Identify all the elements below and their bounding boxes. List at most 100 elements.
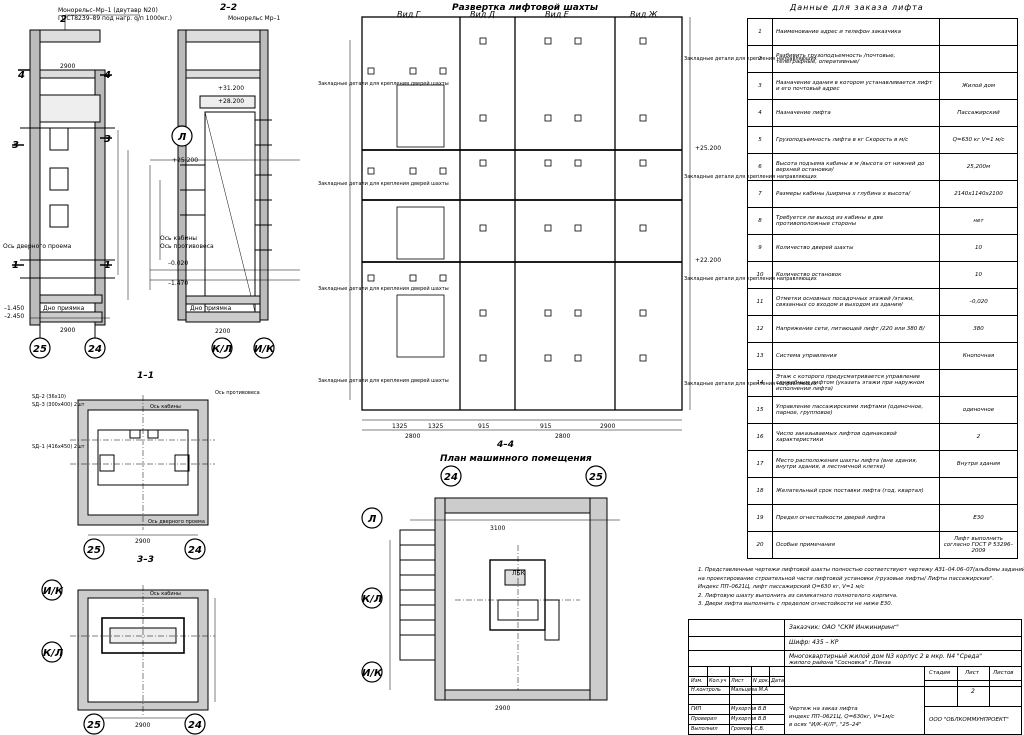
- row-number: 11: [747, 288, 773, 316]
- door-axis-label: Ось дверного проема: [3, 243, 72, 250]
- dimension-label: 1325: [392, 423, 407, 430]
- elevation-label: –2.450: [4, 313, 24, 320]
- col-header: Изм.: [691, 678, 703, 684]
- row-value: –0,020: [939, 288, 1018, 316]
- monorail-gost-label: ГОСТ8239–89 под нагр. q/п 1000кг.): [58, 15, 172, 22]
- title-block: Заказчик: ОАО "СКМ Инжиниринг" Шифр: 435…: [688, 619, 1022, 735]
- cabin-axis-label: Ось кабины: [150, 404, 181, 410]
- row-parameter: Назначение здания в котором устанавливае…: [772, 72, 940, 100]
- embedded-doors-label: Закладные детали для крепления дверей ша…: [318, 180, 449, 187]
- dimension-label: 1325: [428, 423, 443, 430]
- signer-role: ГИП: [691, 706, 702, 712]
- dimension-label: 2900: [135, 538, 150, 545]
- section-2-2-left: [12, 14, 140, 338]
- project-code: Шифр: 435 – КР: [789, 639, 839, 646]
- row-number: 18: [747, 477, 773, 505]
- row-parameter: Желательный срок поставки лифта (год, кв…: [772, 477, 940, 505]
- row-parameter: Назначение лифта: [772, 99, 940, 127]
- row-number: 3: [747, 72, 773, 100]
- axis-label: Л: [177, 132, 187, 143]
- row-value: Жилой дом: [939, 72, 1018, 100]
- row-parameter: Число заказываемых лифтов одинаковой хар…: [772, 423, 940, 451]
- elevation-label: +28.200: [218, 98, 244, 105]
- axis-label: 24: [444, 472, 458, 483]
- section-mark-3: 3: [12, 140, 19, 151]
- section-mark-4: 4: [17, 70, 25, 81]
- axis-label: 25: [87, 720, 101, 731]
- axis-label: И/К: [362, 668, 383, 679]
- row-number: 16: [747, 423, 773, 451]
- row-value: Q=630 кг V=1 м/с: [939, 126, 1018, 154]
- row-number: 9: [747, 234, 773, 262]
- section-2-2-title: 2–2: [220, 3, 237, 13]
- row-value: нет: [939, 207, 1018, 235]
- row-parameter: Размеры кабины /ширина x глубина x высот…: [772, 180, 940, 208]
- company: ООО "ОБЛКОММУНПРОЕКТ": [929, 717, 1009, 723]
- row-number: 8: [747, 207, 773, 235]
- row-parameter: Количество дверей шахты: [772, 234, 940, 262]
- axis-bubble: [29, 337, 106, 359]
- sheet-title-line-2: индекс ПП–0621Ц, Q=630кг, V=1м/с: [789, 714, 895, 720]
- elevation-label: +25.200: [172, 157, 198, 164]
- row-number: 12: [747, 315, 773, 343]
- counterweight-axis-label: Ось противовеса: [215, 390, 260, 396]
- col-header: Лист: [731, 678, 744, 684]
- row-value: 2140х1140х2100: [939, 180, 1018, 208]
- dimension-label: 2900: [135, 722, 150, 729]
- pit-bottom-label-left: Дно приямка: [43, 305, 85, 312]
- dimension-label: 2900: [495, 705, 510, 712]
- view-label: Вид Д: [470, 10, 495, 19]
- note-line: на проектирование строительной части лиф…: [698, 575, 994, 582]
- signer-name: Мухортов В.В: [731, 716, 767, 722]
- row-value: Лифт выполнить согласно ГОСТ Р 53296–200…: [939, 531, 1018, 559]
- row-number: 15: [747, 396, 773, 424]
- signer-role: Проверил: [691, 716, 717, 722]
- dimension-label: 2200: [215, 328, 230, 335]
- shaft-development-title: Развертка лифтовой шахты: [452, 3, 598, 13]
- embedded-doors-label: Закладные детали для крепления дверей ша…: [318, 377, 449, 384]
- col-header: Кол.уч: [709, 678, 727, 684]
- row-number: 4: [747, 99, 773, 127]
- axis-label: К/Л: [43, 648, 64, 659]
- dimension-label: 915: [540, 423, 552, 430]
- row-parameter: Напряжение сети, питающей лифт /220 или …: [772, 315, 940, 343]
- note-line: 1. Представленные чертежи лифтовой шахты…: [698, 567, 1024, 573]
- door-axis-label: Ось дверного проема: [148, 519, 205, 525]
- elevation-label: –1.470: [168, 280, 188, 287]
- row-value: [939, 18, 1018, 46]
- elevation-label: +25.200: [695, 145, 721, 152]
- dimension-label: 3100: [490, 525, 505, 532]
- row-number: 5: [747, 126, 773, 154]
- pit-bottom-label-right: Дно приямка: [190, 305, 232, 312]
- axis-label: Л: [367, 514, 377, 525]
- machine-room-title: План машинного помещения: [440, 454, 592, 464]
- row-number: 17: [747, 450, 773, 478]
- sd1-label: SД–1 (416х450) 2шт: [32, 444, 85, 450]
- signer-name: Мухортов В.В: [731, 706, 767, 712]
- counterweight-axis-label: Ось противовеса: [160, 243, 214, 250]
- view-label: Вид Е: [545, 10, 570, 19]
- axis-bubble: [171, 125, 275, 359]
- elevation-label: +22.200: [695, 257, 721, 264]
- axis-label: 24: [188, 545, 202, 556]
- sheet-label: Лист: [965, 670, 979, 676]
- elevation-label: +31.200: [218, 85, 244, 92]
- sheet-title-line-3: в осях "И/К–К/Л", "25–24": [789, 722, 862, 728]
- sheets-label: Листов: [993, 670, 1014, 676]
- row-number: 14: [747, 369, 773, 397]
- row-parameter: Место расположения шахты лифта (вне здан…: [772, 450, 940, 478]
- axis-label: 25: [87, 545, 101, 556]
- section-1-1: [70, 395, 215, 536]
- dimension-label: 2900: [60, 327, 75, 334]
- row-parameter: Этаж с которого предусматривается управл…: [772, 369, 940, 397]
- row-value: [939, 477, 1018, 505]
